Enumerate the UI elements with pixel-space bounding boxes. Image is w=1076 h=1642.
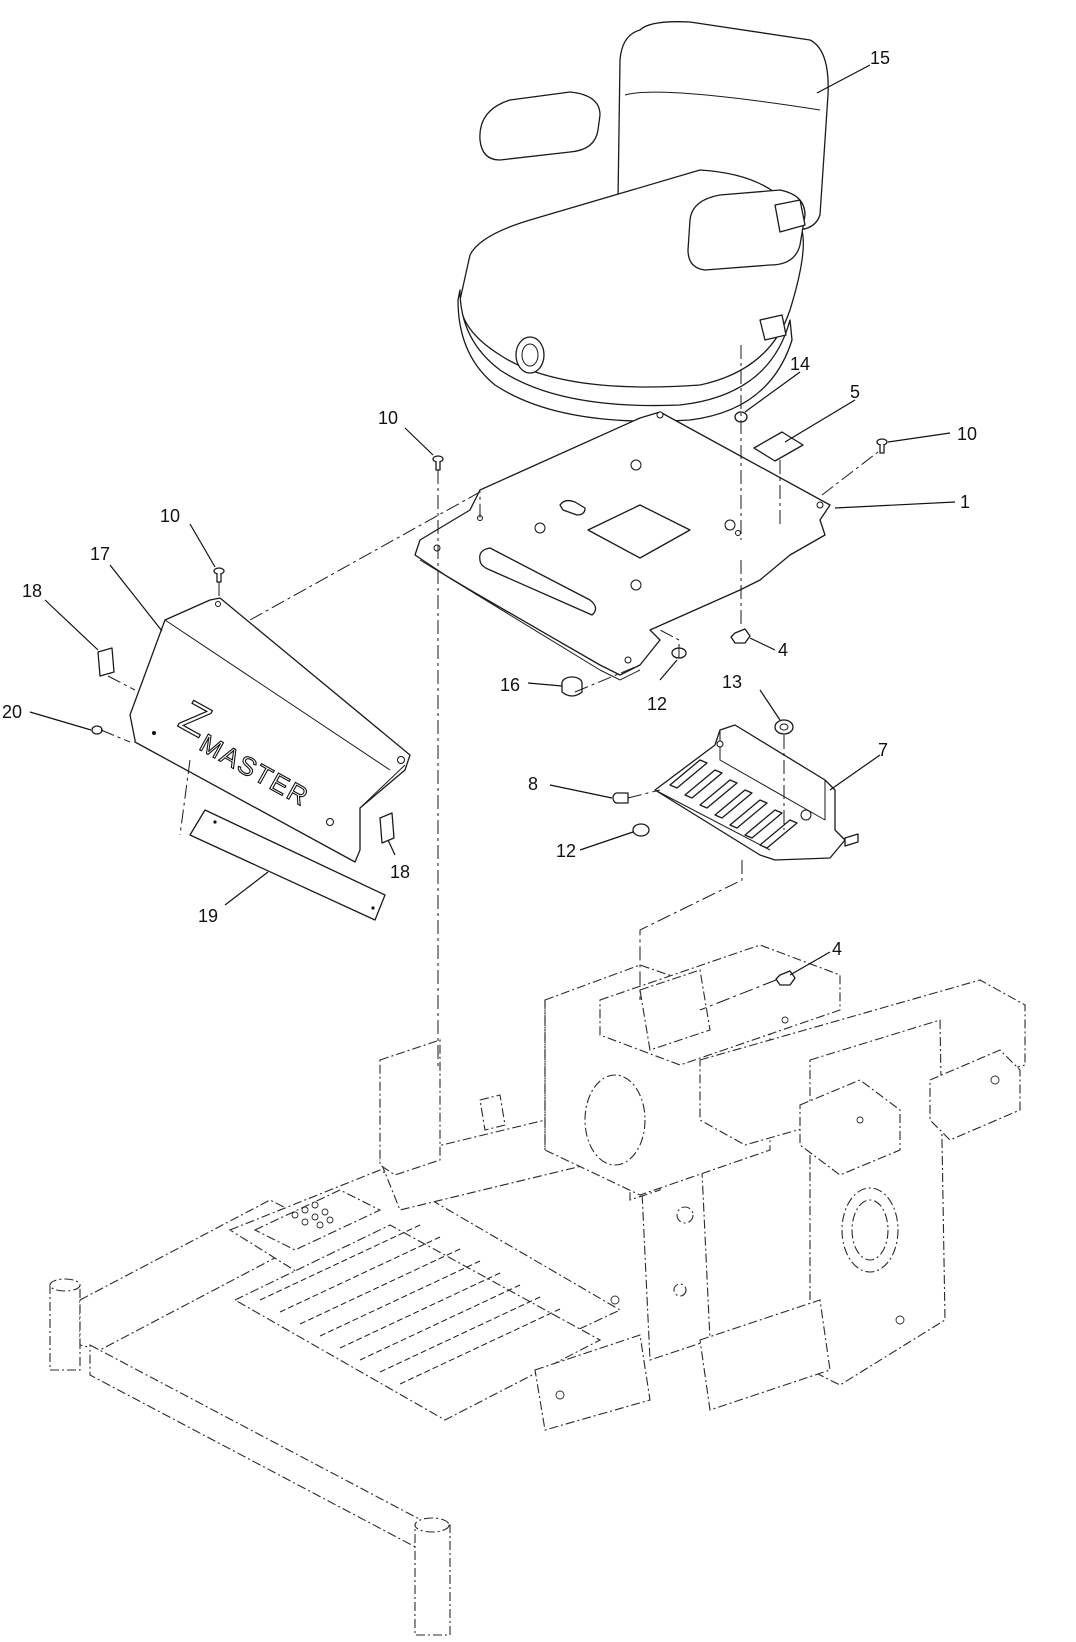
clip-right — [379, 812, 395, 844]
callout-17: 17 — [90, 544, 110, 564]
screw-right — [876, 438, 888, 454]
callout-leaders — [29, 64, 956, 976]
callout-4-lower: 4 — [832, 939, 842, 959]
clip-left — [97, 647, 115, 677]
screw-top — [432, 455, 444, 471]
decal-strip — [189, 809, 386, 921]
callout-16: 16 — [500, 675, 520, 695]
mounting-bracket — [654, 724, 859, 861]
callout-8: 8 — [528, 774, 538, 794]
bumper-16 — [561, 676, 583, 697]
grommet-13 — [774, 719, 794, 735]
callout-10-right: 10 — [957, 424, 977, 444]
callout-13: 13 — [722, 672, 742, 692]
assembly-lines — [100, 345, 879, 1070]
callout-18-right: 18 — [390, 862, 410, 882]
plug — [91, 725, 103, 735]
callout-19: 19 — [198, 906, 218, 926]
callout-7: 7 — [878, 740, 888, 760]
seat-assembly — [457, 21, 829, 422]
callout-labels: 15 14 5 10 10 1 10 17 18 20 4 16 12 13 7… — [2, 48, 977, 959]
label-5 — [753, 431, 804, 462]
callout-18-left: 18 — [22, 581, 42, 601]
screw-cover — [213, 567, 225, 583]
callout-4-upper: 4 — [778, 640, 788, 660]
mower-frame — [49, 944, 1026, 1636]
pin-8 — [612, 792, 629, 804]
callout-12-lower: 12 — [556, 841, 576, 861]
callout-20: 20 — [2, 702, 22, 722]
callout-10-top: 10 — [378, 408, 398, 428]
callout-1: 1 — [960, 492, 970, 512]
front-cover: Z MASTER — [129, 597, 411, 863]
callout-14: 14 — [790, 354, 810, 374]
seat-mounting-plate — [414, 411, 831, 681]
callout-15: 15 — [870, 48, 890, 68]
bumper-12-lower — [632, 823, 650, 837]
nut-4-upper — [730, 628, 751, 644]
callout-5: 5 — [850, 382, 860, 402]
callout-10-cover: 10 — [160, 506, 180, 526]
callout-12-upper: 12 — [647, 694, 667, 714]
